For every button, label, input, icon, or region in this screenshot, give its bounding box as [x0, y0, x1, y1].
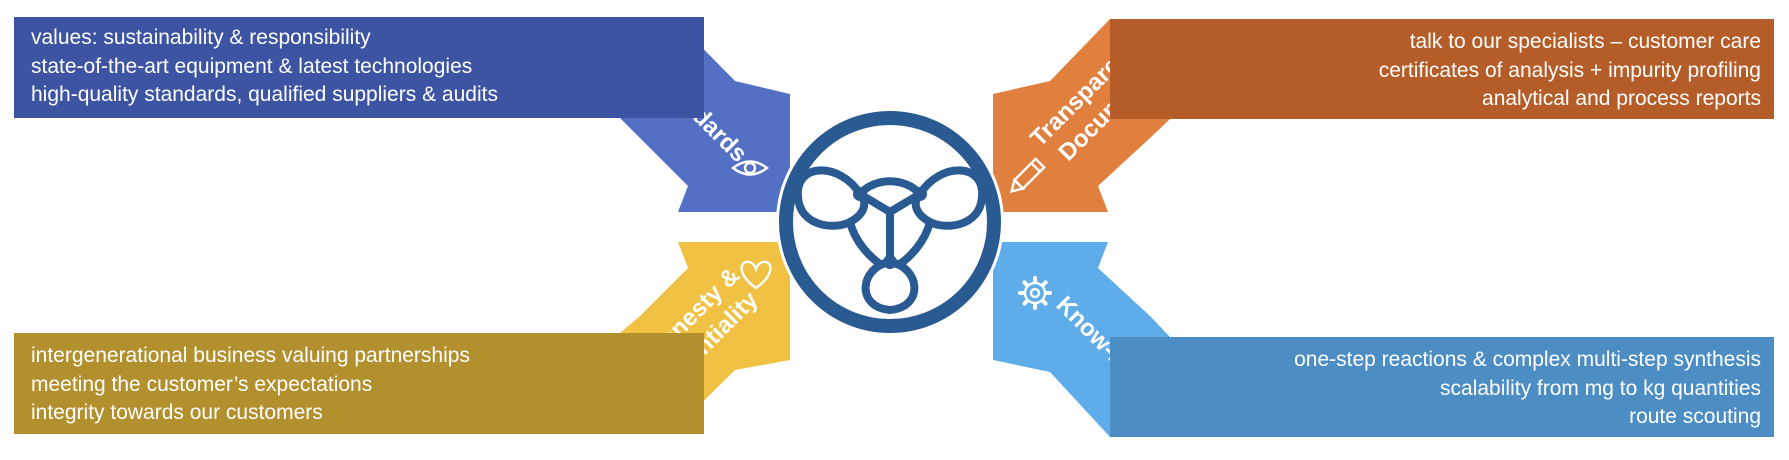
- trust-text-band: intergenerational business valuing partn…: [14, 333, 704, 434]
- high-standards-line-1: values: sustainability & responsibility: [31, 26, 371, 49]
- heart-icon: [740, 260, 772, 290]
- transparency-line-1: talk to our specialists – customer care: [1409, 30, 1761, 53]
- knowhow-line-2: scalability from mg to kg quantities: [1440, 376, 1761, 400]
- high-standards-line-3: high-quality standards, qualified suppli…: [31, 83, 498, 106]
- eye-icon: [731, 160, 769, 176]
- high-standards-line-2: state-of-the-art equipment & latest tech…: [31, 54, 473, 78]
- knowhow-line-3: route scouting: [1629, 405, 1761, 428]
- transparency-line-3: analytical and process reports: [1482, 87, 1761, 110]
- trust-line-1: intergenerational business valuing partn…: [31, 344, 470, 367]
- trust-line-2: meeting the customer’s expectations: [31, 372, 373, 396]
- knowhow-text-band: one-step reactions & complex multi-step …: [1110, 337, 1774, 437]
- high-standards-text-band: values: sustainability & responsibility …: [14, 17, 704, 118]
- transparency-line-2: certificates of analysis + impurity prof…: [1378, 58, 1761, 82]
- trust-line-3: integrity towards our customers: [31, 401, 323, 424]
- molecule-logo-icon: [776, 108, 1004, 336]
- transparency-text-band: talk to our specialists – customer care …: [1110, 19, 1774, 119]
- gear-icon: [1018, 276, 1052, 310]
- pencil-icon: [1009, 157, 1046, 194]
- knowhow-line-1: one-step reactions & complex multi-step …: [1294, 348, 1761, 371]
